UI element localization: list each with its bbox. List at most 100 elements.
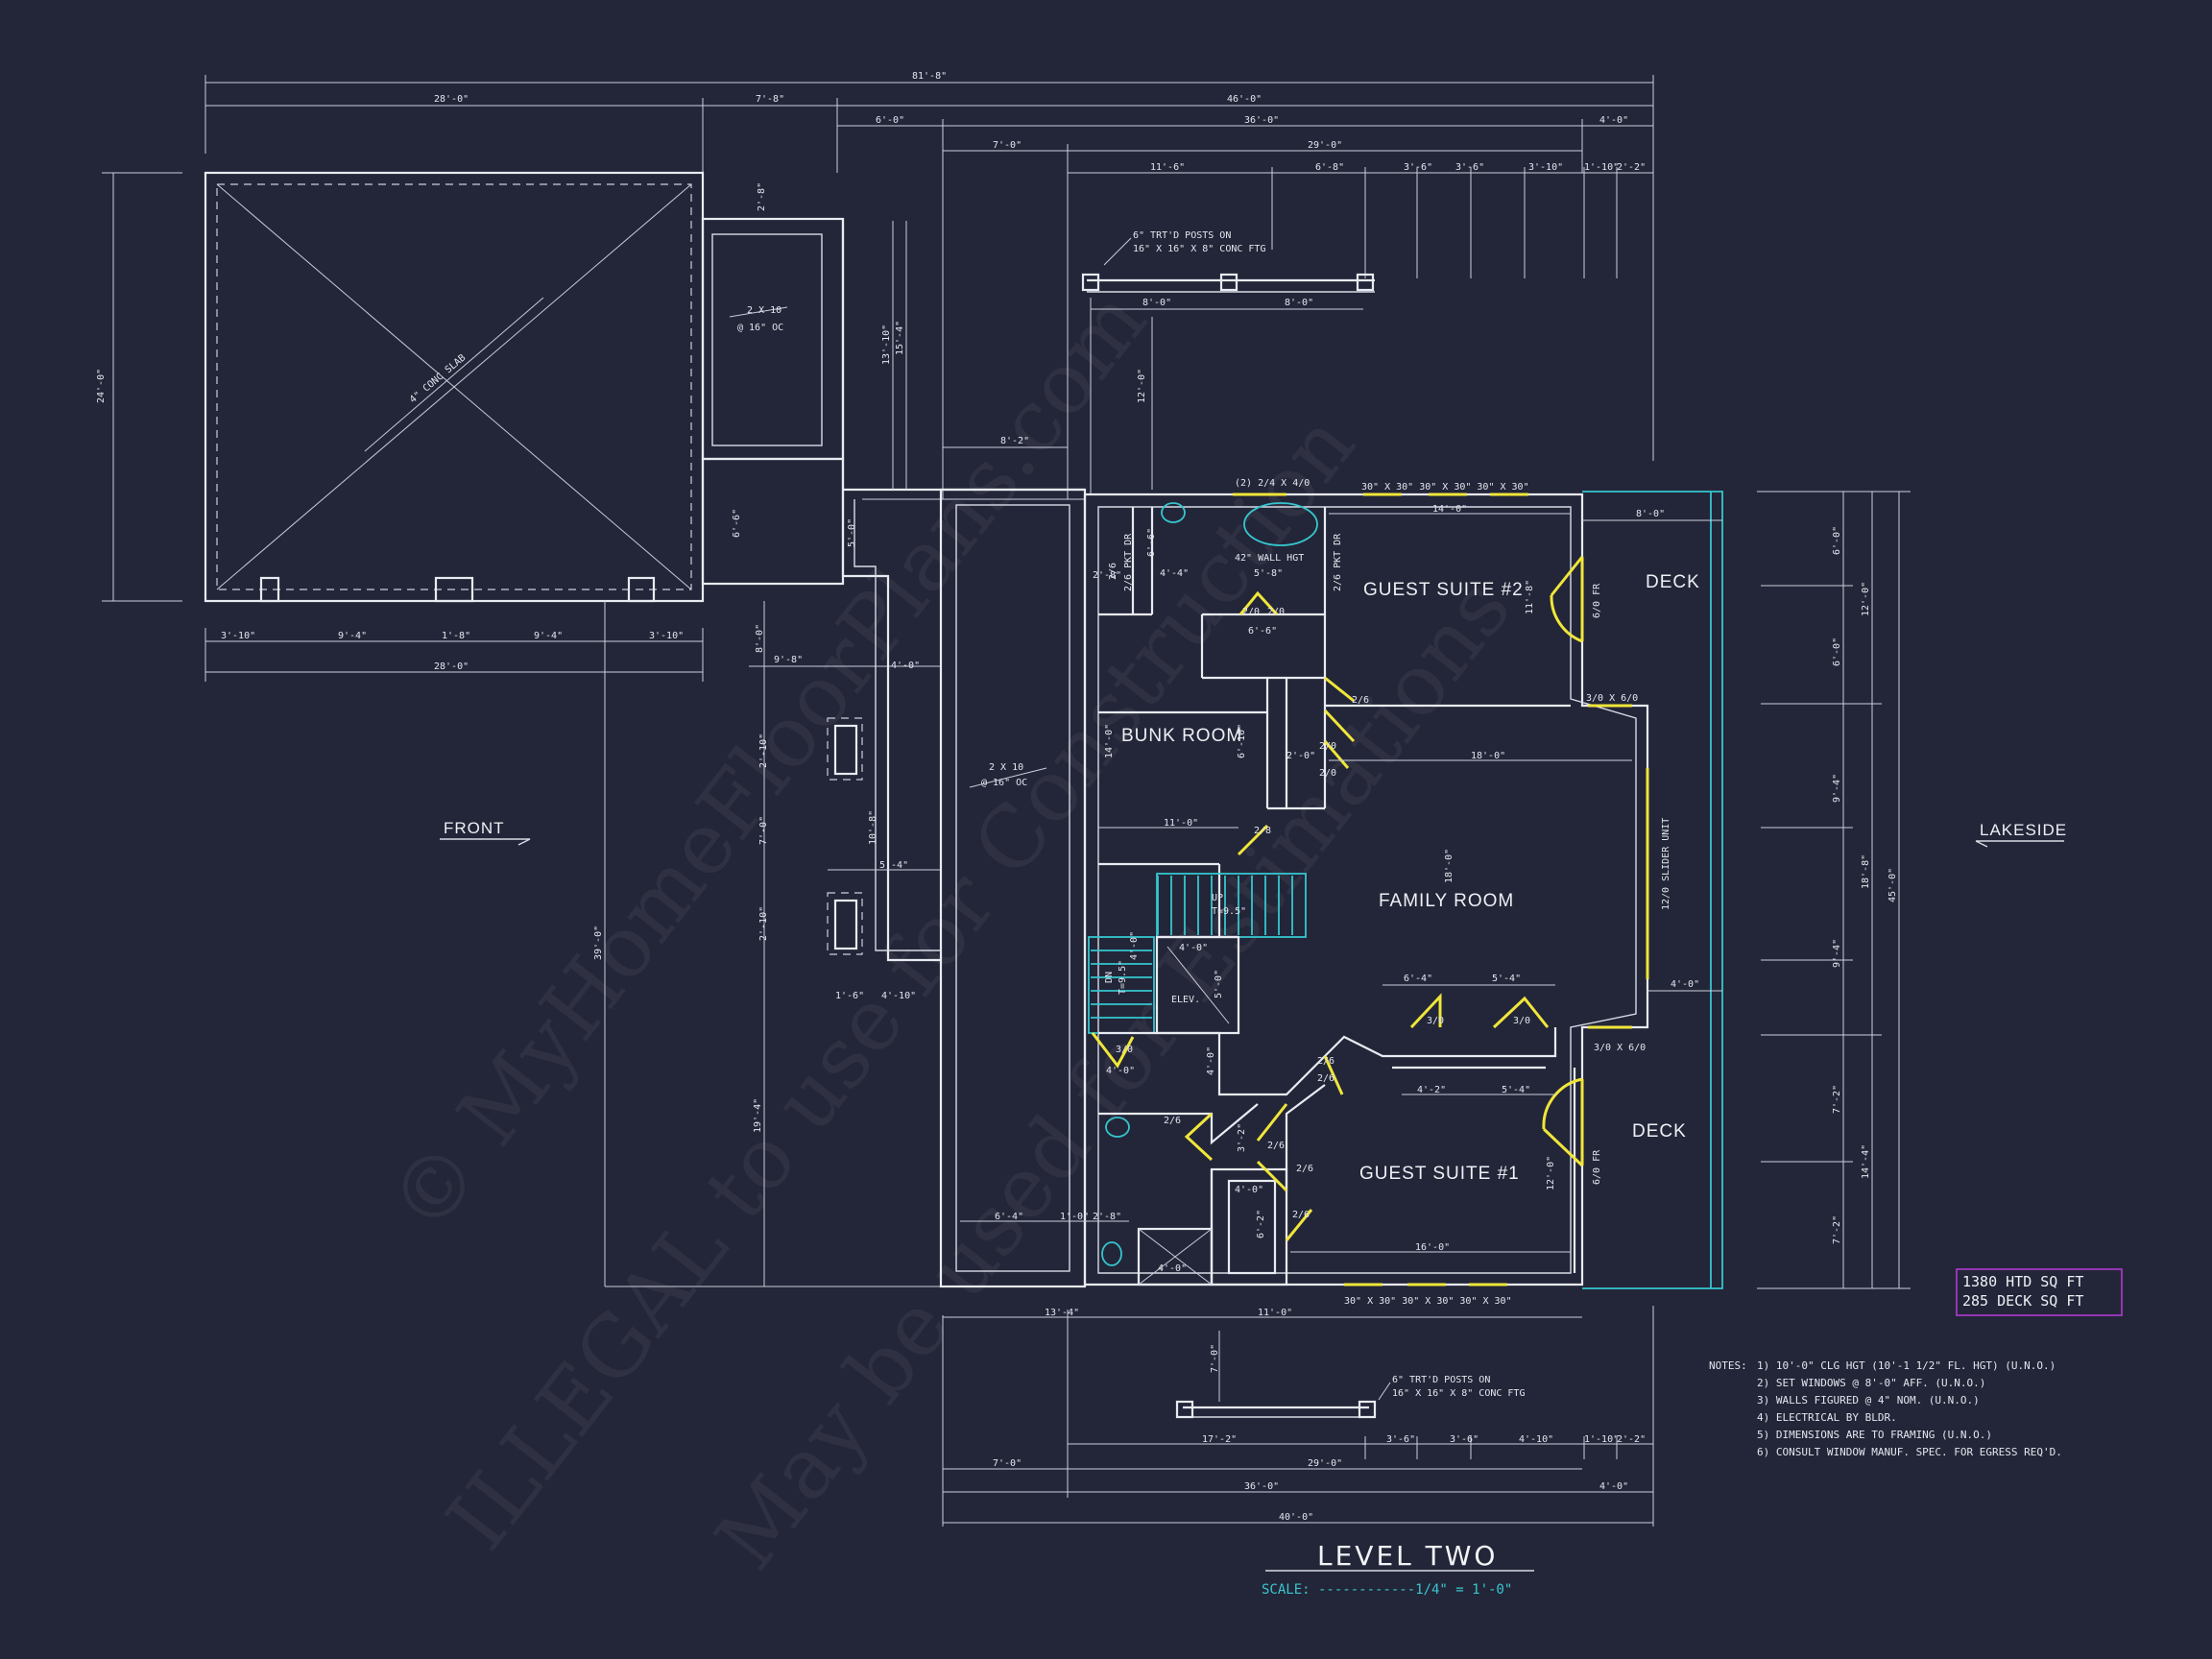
- wall-height-callout: 42" WALL HGT: [1235, 553, 1304, 564]
- door-tag: 2/6: [1292, 1210, 1310, 1220]
- posts-top-1: 6" TRT'D POSTS ON: [1133, 230, 1231, 241]
- dim-int-k: 4'-2": [1417, 1085, 1446, 1095]
- door-tag: 2/6: [1317, 1056, 1334, 1067]
- dim-bottom-n: 40'-0": [1279, 1512, 1313, 1523]
- dim-bottom-i: 2'-2": [1617, 1434, 1646, 1445]
- dim-int-d: 14'-0": [1104, 724, 1115, 758]
- joist-upper-2: @ 16" OC: [737, 323, 783, 333]
- window-3060-b: 3/0 X 6/0: [1594, 1043, 1646, 1053]
- dim-bottom-h: 1'-10": [1584, 1434, 1619, 1445]
- dim-right-l: 4'-0": [1671, 979, 1699, 990]
- dim-int-e: 11'-0": [1164, 818, 1198, 829]
- right-dimensions: 6'-0" 12'-0" 6'-0" 9'-4" 18'-8" 45'-0" 9…: [1582, 491, 1911, 1289]
- dim-top-t: 13'-10": [881, 325, 892, 365]
- dim-top-r: 12'-0": [1137, 369, 1147, 403]
- dim-left-b: 9'-4": [338, 631, 367, 641]
- dim-left-s: 6'-6": [732, 509, 742, 538]
- notes-heading: NOTES:: [1709, 1359, 1747, 1372]
- dim-int-i: 6'-4": [1404, 974, 1432, 984]
- heated-area: 1380 HTD SQ FT: [1962, 1273, 2083, 1290]
- dim-left-n: 2'-10": [758, 906, 769, 941]
- dim-int-y: 2'-8": [1093, 570, 1121, 581]
- dim-bottom-b: 11'-0": [1258, 1308, 1292, 1318]
- note-3: 3) WALLS FIGURED @ 4" NOM. (U.N.O.): [1757, 1394, 1980, 1407]
- dim-bottom-g: 4'-10": [1519, 1434, 1553, 1445]
- dim-left-i: 9'-8": [774, 655, 803, 665]
- dim-right-k: 7'-2": [1832, 1215, 1842, 1244]
- stair-treads: [1091, 876, 1293, 1019]
- posts-bottom-1: 6" TRT'D POSTS ON: [1392, 1375, 1490, 1385]
- dim-left-l: 2'-10": [758, 733, 769, 768]
- slider-unit: 12/0 SLIDER UNIT: [1661, 818, 1671, 910]
- dim-top-p: 8'-0": [1142, 298, 1171, 308]
- dim-int-w: 5'-8": [1254, 568, 1283, 579]
- note-5: 5) DIMENSIONS ARE TO FRAMING (U.N.O.): [1757, 1429, 1992, 1441]
- door-tag: 2/0: [1267, 607, 1285, 617]
- dim-top-v: 2'-8": [757, 182, 767, 211]
- dim-right-a: 8'-0": [1636, 509, 1665, 519]
- top-dimensions: 81'-8" 28'-0" 7'-8" 46'-0" 6'-0" 36'-0" …: [204, 71, 1654, 499]
- dim-right-c: 12'-0": [1861, 582, 1871, 616]
- dim-int-c: 18'-0": [1471, 751, 1505, 761]
- windows-top-row: 30" X 30" 30" X 30" 30" X 30": [1361, 482, 1529, 493]
- dim-left-f: 28'-0": [434, 661, 469, 672]
- dim-bottom-a: 13'-4": [1045, 1308, 1079, 1318]
- dim-int-a: 14'-0": [1432, 504, 1467, 515]
- dim-top-q: 8'-0": [1285, 298, 1313, 308]
- dim-left-h: 19'-4": [753, 1098, 763, 1133]
- notes: NOTES: 1) 10'-0" CLG HGT (10'-1 1/2" FL.…: [1709, 1359, 2062, 1458]
- pocket-door-2: 2/6 PKT DR: [1333, 533, 1343, 591]
- dim-top-u: 15'-4": [895, 321, 905, 355]
- lower-deck-posts: 6" TRT'D POSTS ON 16" X 16" X 8" CONC FT…: [1175, 1331, 1525, 1419]
- bottom-dimensions: 13'-4" 11'-0" 17'-2" 3'-6" 3'-6" 4'-10" …: [942, 1306, 1654, 1527]
- pocket-door-1: 2/6 PKT DR: [1123, 533, 1134, 591]
- door-tag: 3/0: [1427, 1016, 1444, 1026]
- door-tag: 2/6: [1164, 1116, 1181, 1126]
- dim-top-j: 6'-8": [1315, 162, 1344, 173]
- dim-right-e: 9'-4": [1832, 774, 1842, 803]
- room-family: FAMILY ROOM: [1379, 891, 1514, 911]
- door-tag: 2/6: [1317, 1073, 1334, 1084]
- dim-int-l: 5'-4": [1502, 1085, 1530, 1095]
- watermark: © MyHomeFloorPlans.com ILLEGAL to use fo…: [370, 272, 1529, 1587]
- left-dimensions: 39'-0" 19'-4" 9'-8" 8'-0" 4'-0" 2'-10" 7…: [593, 490, 960, 1287]
- stair-up-risers: T=9.5": [1212, 906, 1246, 917]
- dim-left-o: 10'-8": [868, 810, 878, 845]
- note-1: 1) 10'-0" CLG HGT (10'-1 1/2" FL. HGT) (…: [1757, 1359, 2056, 1372]
- dim-garage-height: 24'-0": [96, 369, 107, 403]
- upper-deck-posts: 8'-0" 8'-0" 12'-0" 6" TRT'D POSTS ON 16"…: [1081, 230, 1375, 494]
- dim-int-h: 18'-0": [1444, 849, 1455, 883]
- dim-int-o: 4'-0": [1179, 943, 1208, 953]
- window-2-4: (2) 2/4 X 4/0: [1235, 478, 1310, 489]
- dim-right-g: 45'-0": [1887, 868, 1898, 902]
- dim-right-d: 6'-0": [1832, 637, 1842, 666]
- joist-upper-1: 2 X 10: [747, 305, 781, 316]
- dim-top-l: 3'-6": [1455, 162, 1484, 173]
- door-tag: 2/6: [1267, 1141, 1285, 1151]
- dim-int-z: 6'-6": [1146, 528, 1157, 557]
- dim-top-g: 7'-0": [993, 140, 1022, 151]
- window-3060-a: 3/0 X 6/0: [1586, 693, 1638, 704]
- dim-bottom-k: 29'-0": [1308, 1458, 1342, 1469]
- room-deck-bottom: DECK: [1632, 1121, 1687, 1142]
- dim-top-o: 2'-2": [1617, 162, 1646, 173]
- callouts: 42" WALL HGT UP T=9.5" DN T=9.5" 12/0 SL…: [1104, 478, 1671, 1307]
- dim-right-j: 14'-4": [1861, 1144, 1871, 1179]
- door-tag: 2/6: [1108, 563, 1118, 580]
- dim-top-s: 8'-2": [1000, 436, 1029, 446]
- dim-top-i: 11'-6": [1150, 162, 1185, 173]
- dim-bottom-m: 4'-0": [1599, 1481, 1628, 1492]
- door-tag: 2/6: [1296, 1164, 1313, 1174]
- dim-int-j: 5'-4": [1492, 974, 1521, 984]
- door-tag: 2/0: [1319, 768, 1336, 779]
- dim-int-bb: 4'-0": [1129, 931, 1140, 960]
- dim-int-v: 4'-0": [1158, 1263, 1187, 1274]
- posts-top-2: 16" X 16" X 8" CONC FTG: [1133, 244, 1265, 254]
- room-guest-suite-1: GUEST SUITE #1: [1359, 1164, 1520, 1184]
- dim-right-b: 6'-0": [1832, 526, 1842, 555]
- dim-int-t: 4'-0": [1235, 1185, 1263, 1195]
- main-house: [1083, 491, 1723, 1289]
- note-2: 2) SET WINDOWS @ 8'-0" AFF. (U.N.O.): [1757, 1377, 1985, 1389]
- dim-int-u: 6'-2": [1256, 1210, 1266, 1238]
- dim-top-h: 29'-0": [1308, 140, 1342, 151]
